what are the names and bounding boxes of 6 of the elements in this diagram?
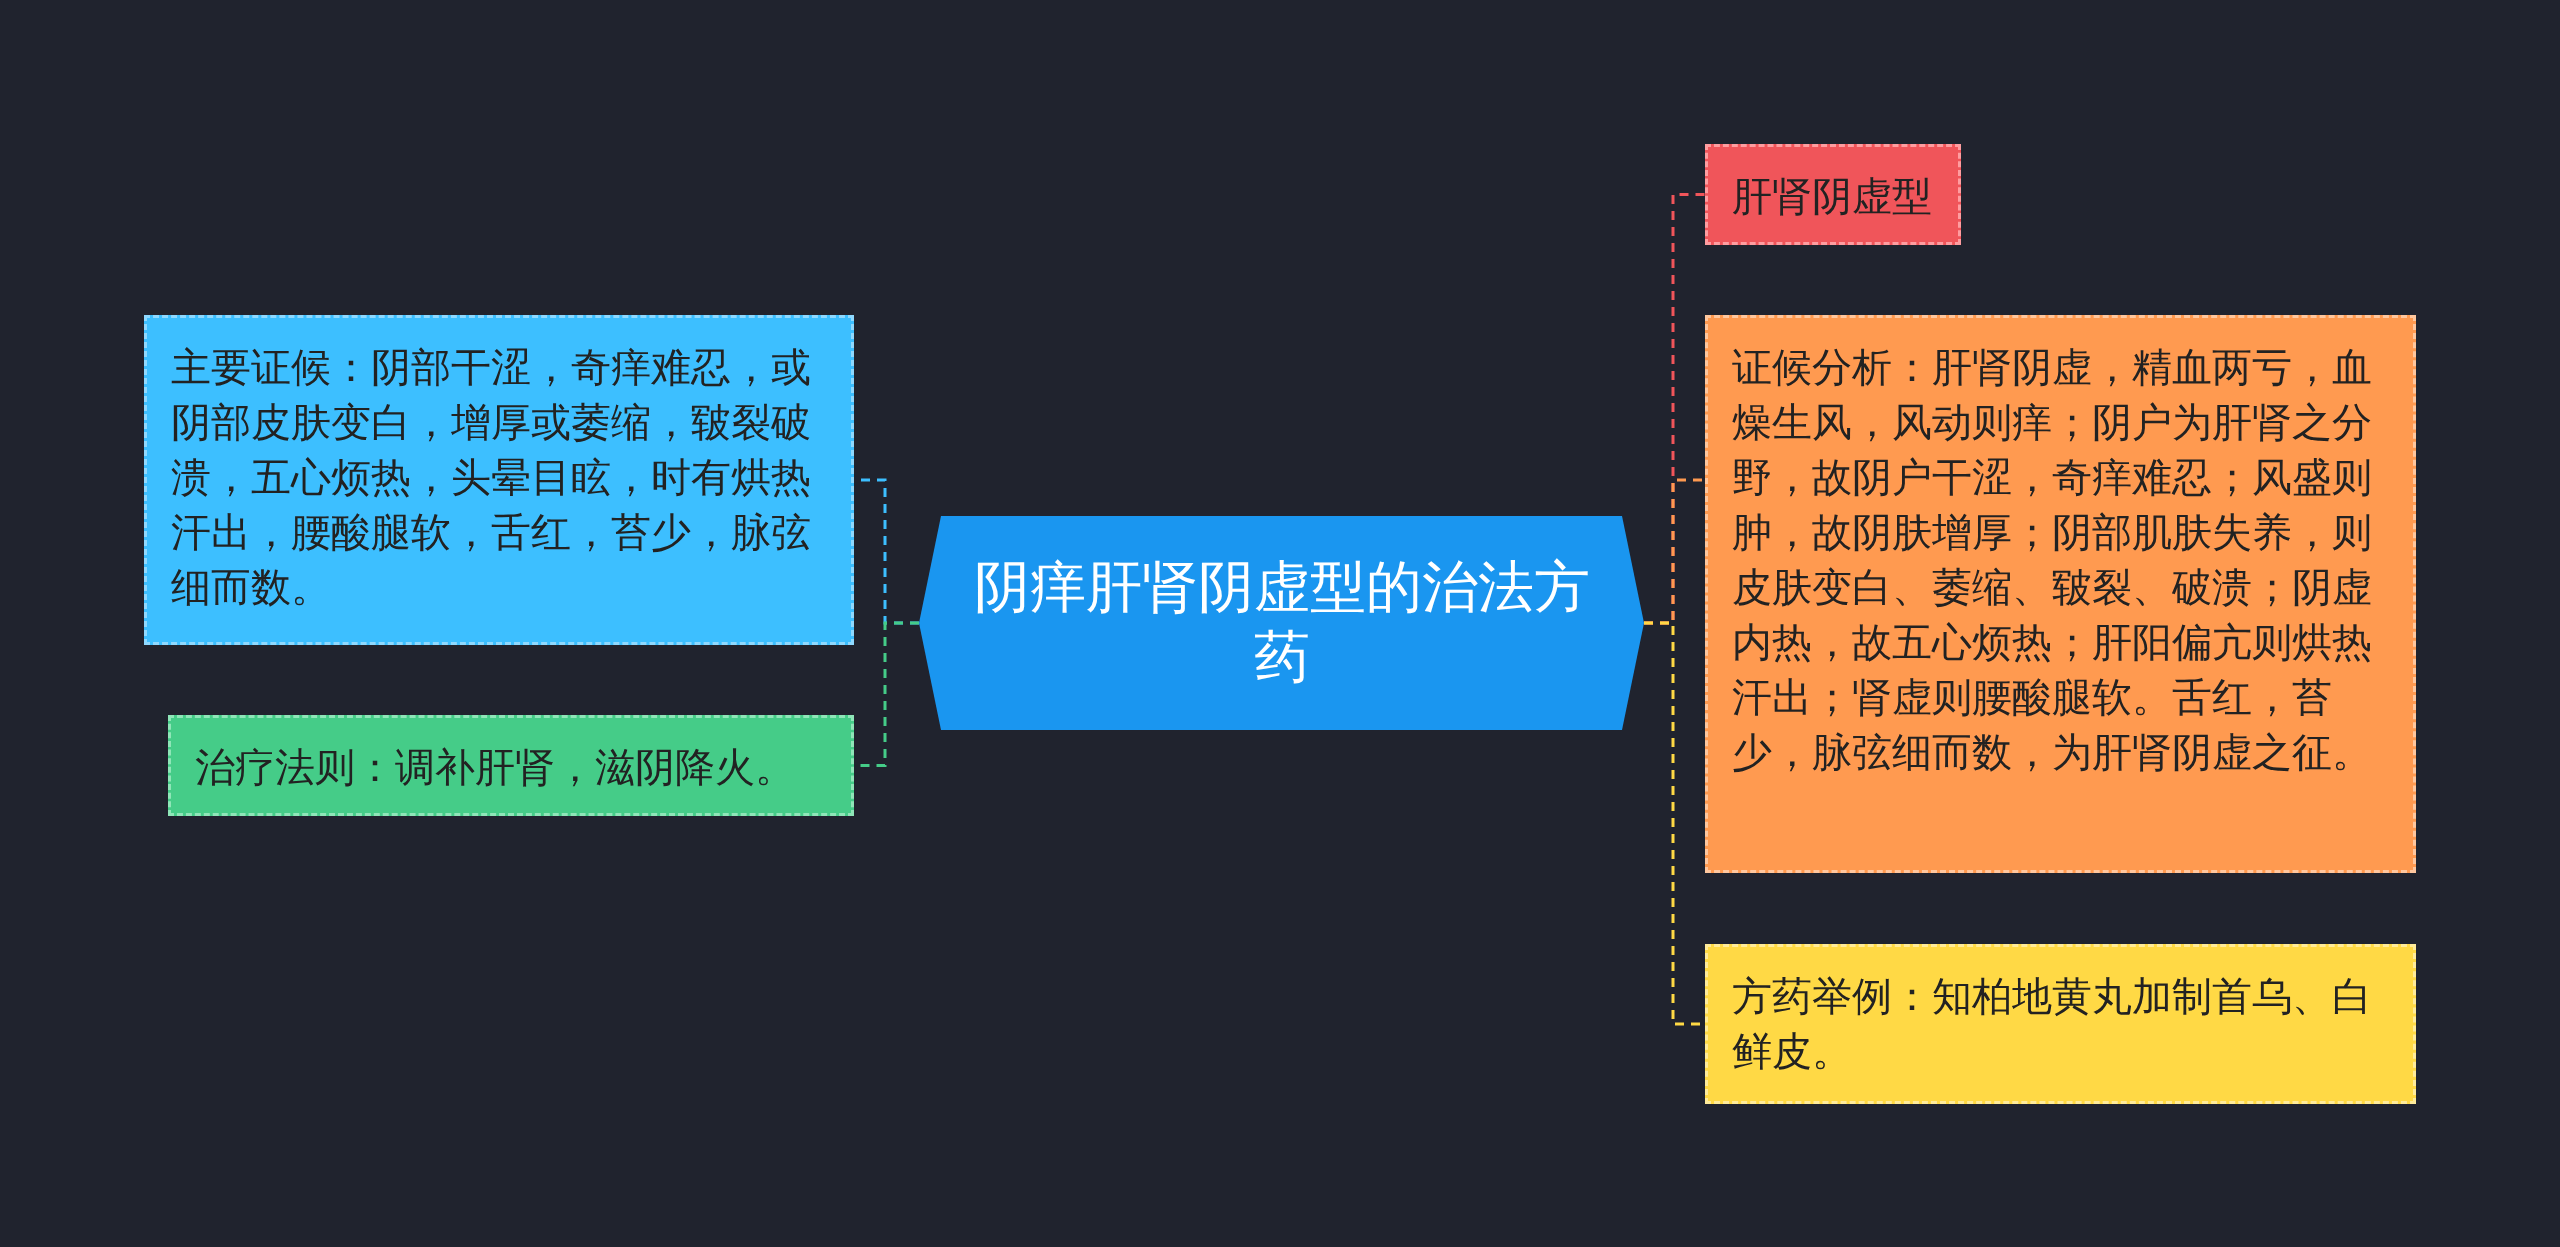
note-box: 证候分析：肝肾阴虚，精血两亏，血燥生风，风动则痒；阴户为肝肾之分野，故阴户干涩，奇痒难忍；风盛则肿，故阴肤增厚；阴部肌肤失养，则皮肤变白、萎缩、皲裂、破溃；阴虚内热，故五心烦热；肝阳偏亢则烘热汗出；肾虚则腰酸腿软。舌红，苔少，脉弦细而数，为肝肾阴虚之征。: [1705, 315, 2416, 873]
note-box: 治疗法则：调补肝肾，滋阴降火。: [168, 715, 854, 816]
central-topic: 阴痒肝肾阴虚型的治法方药: [919, 516, 1644, 730]
note-box: 方药举例：知柏地黄丸加制首乌、白鲜皮。: [1705, 944, 2416, 1104]
note-box: 主要证候：阴部干涩，奇痒难忍，或阴部皮肤变白，增厚或萎缩，皲裂破溃，五心烦热，头晕目眩，时有烘热汗出，腰酸腿软，舌红，苔少，脉弦细而数。: [144, 315, 854, 645]
note-box: 肝肾阴虚型: [1705, 144, 1961, 245]
